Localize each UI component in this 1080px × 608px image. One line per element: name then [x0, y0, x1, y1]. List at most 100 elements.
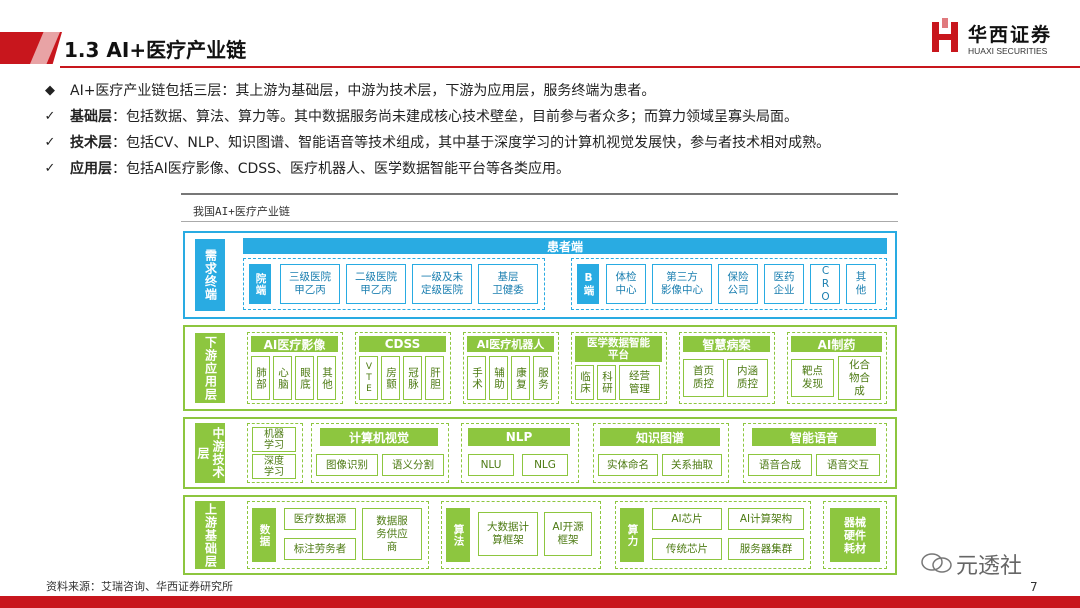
industry-chain-diagram: 我国AI+医疗产业链 需求终端 患者端 院端 三级医院 甲乙丙 二级医院 甲乙丙…	[181, 193, 898, 580]
footer-bar	[0, 596, 1080, 608]
bullet-bold: 基础层	[70, 109, 112, 125]
page-title: 1.3 AI+医疗产业链	[64, 38, 247, 62]
app-item: 其他	[317, 356, 336, 400]
tech-item: 关系抽取	[662, 454, 722, 476]
compute-group-label: 算力	[620, 508, 644, 562]
tech-group-title: NLP	[468, 428, 570, 446]
b-end-label: B端	[577, 264, 599, 304]
bullet-bold: 应用层	[70, 161, 112, 177]
tech-group-cv: 计算机视觉 图像识别 语义分割	[311, 423, 449, 483]
tech-group-title: 计算机视觉	[320, 428, 438, 446]
app-group-title: CDSS	[359, 336, 446, 352]
app-group-title: AI医疗机器人	[467, 336, 554, 352]
foundation-layer: 上游基础层 数据 医疗数据源 标注劳务者 数据服 务供应 商 算法 大数据计 算…	[183, 495, 897, 575]
diagram-top-rule	[181, 193, 898, 195]
hospital-item: 基层 卫健委	[478, 264, 538, 304]
app-item: 临床	[575, 365, 594, 400]
compute-item: 传统芯片	[652, 538, 722, 560]
technology-layer-label: 中游技术层	[195, 423, 225, 483]
compute-item: 服务器集群	[728, 538, 804, 560]
check-icon: ✓	[44, 135, 56, 150]
app-item: 冠脉	[403, 356, 422, 400]
tech-item: NLG	[522, 454, 568, 476]
app-item: VTE	[359, 356, 378, 400]
hospital-group: 院端 三级医院 甲乙丙 二级医院 甲乙丙 一级及未 定级医院 基层 卫健委	[243, 258, 545, 310]
app-item: 经营 管理	[619, 365, 660, 400]
check-icon: ✓	[44, 109, 56, 124]
app-item: 首页 质控	[683, 359, 724, 397]
tech-item: 语义分割	[382, 454, 444, 476]
data-item: 标注劳务者	[284, 538, 356, 560]
algorithm-item: 大数据计 算框架	[478, 512, 538, 556]
app-group-title: 智慧病案	[683, 336, 770, 352]
app-item: 肝胆	[425, 356, 444, 400]
app-group-title: AI制药	[791, 336, 882, 352]
patient-bar: 患者端	[243, 238, 887, 254]
application-layer-label: 下游应用层	[195, 333, 225, 403]
compute-item: AI芯片	[652, 508, 722, 530]
title-underline	[60, 66, 1080, 68]
b-end-group: B端 体检 中心 第三方 影像中心 保险 公司 医药 企业 CRO 其 他	[571, 258, 887, 310]
hospital-item: 一级及未 定级医院	[412, 264, 472, 304]
app-item: 肺部	[251, 356, 270, 400]
technology-layer: 中游技术层 机器 学习 深度 学习 计算机视觉 图像识别 语义分割 NLP NL…	[183, 417, 897, 489]
data-item: 数据服 务供应 商	[362, 508, 422, 560]
tech-group-title: 智能语音	[752, 428, 876, 446]
diagram-title: 我国AI+医疗产业链	[193, 205, 290, 218]
app-item: 科研	[597, 365, 616, 400]
app-group-medical-record: 智慧病案 首页 质控 内涵 质控	[679, 332, 775, 404]
algorithm-item: AI开源 框架	[544, 512, 592, 556]
tech-group-title: 知识图谱	[600, 428, 720, 446]
data-group: 数据 医疗数据源 标注劳务者 数据服 务供应 商	[247, 501, 429, 569]
bullet-bold: 技术层	[70, 135, 112, 151]
compute-group: 算力 AI芯片 AI计算架构 传统芯片 服务器集群	[615, 501, 811, 569]
app-item: 康复	[511, 356, 530, 400]
diamond-bullet-icon: ◆	[45, 83, 55, 98]
b-end-item: CRO	[810, 264, 840, 304]
app-item: 靶点 发现	[791, 359, 834, 397]
data-group-label: 数据	[252, 508, 276, 562]
app-item: 心脑	[273, 356, 292, 400]
app-group-robot: AI医疗机器人 手术 辅助 康复 服务	[463, 332, 559, 404]
demand-layer: 需求终端 患者端 院端 三级医院 甲乙丙 二级医院 甲乙丙 一级及未 定级医院 …	[183, 231, 897, 319]
demand-layer-label: 需求终端	[195, 239, 225, 311]
bullet-item: ✓ 技术层：包括CV、NLP、知识图谱、智能语音等技术组成，其中基于深度学习的计…	[40, 132, 1060, 158]
algorithm-group: 算法 大数据计 算框架 AI开源 框架	[441, 501, 601, 569]
bullet-text: AI+医疗产业链包括三层：其上游为基础层，中游为技术层，下游为应用层，服务终端为…	[70, 83, 656, 99]
tech-item: NLU	[468, 454, 514, 476]
app-group-drug: AI制药 靶点 发现 化合 物合 成	[787, 332, 887, 404]
hospital-item: 二级医院 甲乙丙	[346, 264, 406, 304]
tech-item: 实体命名	[598, 454, 658, 476]
app-item: 服务	[533, 356, 552, 400]
source-note: 资料来源：艾瑞咨询、华西证券研究所	[46, 580, 233, 593]
application-layer: 下游应用层 AI医疗影像 肺部 心脑 眼底 其他 CDSS VTE 房颤 冠脉 …	[183, 325, 897, 411]
app-item: 眼底	[295, 356, 314, 400]
logo-text-en: HUAXI SECURITIES	[968, 46, 1048, 56]
hardware-group: 器械 硬件 耗材	[823, 501, 887, 569]
app-item: 化合 物合 成	[838, 356, 881, 400]
app-group-cdss: CDSS VTE 房颤 冠脉 肝胆	[355, 332, 451, 404]
app-group-imaging: AI医疗影像 肺部 心脑 眼底 其他	[247, 332, 343, 404]
app-group-title: AI医疗影像	[251, 336, 338, 352]
page-number: 7	[1030, 580, 1038, 594]
b-end-item: 保险 公司	[718, 264, 758, 304]
compute-item: AI计算架构	[728, 508, 804, 530]
ml-group: 机器 学习 深度 学习	[247, 423, 303, 483]
bullet-list: ◆ AI+医疗产业链包括三层：其上游为基础层，中游为技术层，下游为应用层，服务终…	[40, 80, 1060, 184]
hospital-label: 院端	[249, 264, 271, 304]
foundation-layer-label: 上游基础层	[195, 501, 225, 569]
huaxi-logo-icon	[932, 18, 958, 52]
data-item: 医疗数据源	[284, 508, 356, 530]
check-icon: ✓	[44, 161, 56, 176]
logo-text-cn: 华西证券	[968, 24, 1053, 46]
watermark-text: 元透社	[956, 554, 1023, 579]
b-end-item: 第三方 影像中心	[652, 264, 712, 304]
wechat-icon	[921, 553, 952, 573]
tech-item: 语音交互	[816, 454, 880, 476]
app-item: 辅助	[489, 356, 508, 400]
bullet-item: ◆ AI+医疗产业链包括三层：其上游为基础层，中游为技术层，下游为应用层，服务终…	[40, 80, 1060, 106]
tech-group-nlp: NLP NLU NLG	[461, 423, 579, 483]
app-item: 内涵 质控	[727, 359, 768, 397]
bullet-item: ✓ 应用层：包括AI医疗影像、CDSS、医疗机器人、医学数据智能平台等各类应用。	[40, 158, 1060, 184]
tech-group-voice: 智能语音 语音合成 语音交互	[743, 423, 887, 483]
